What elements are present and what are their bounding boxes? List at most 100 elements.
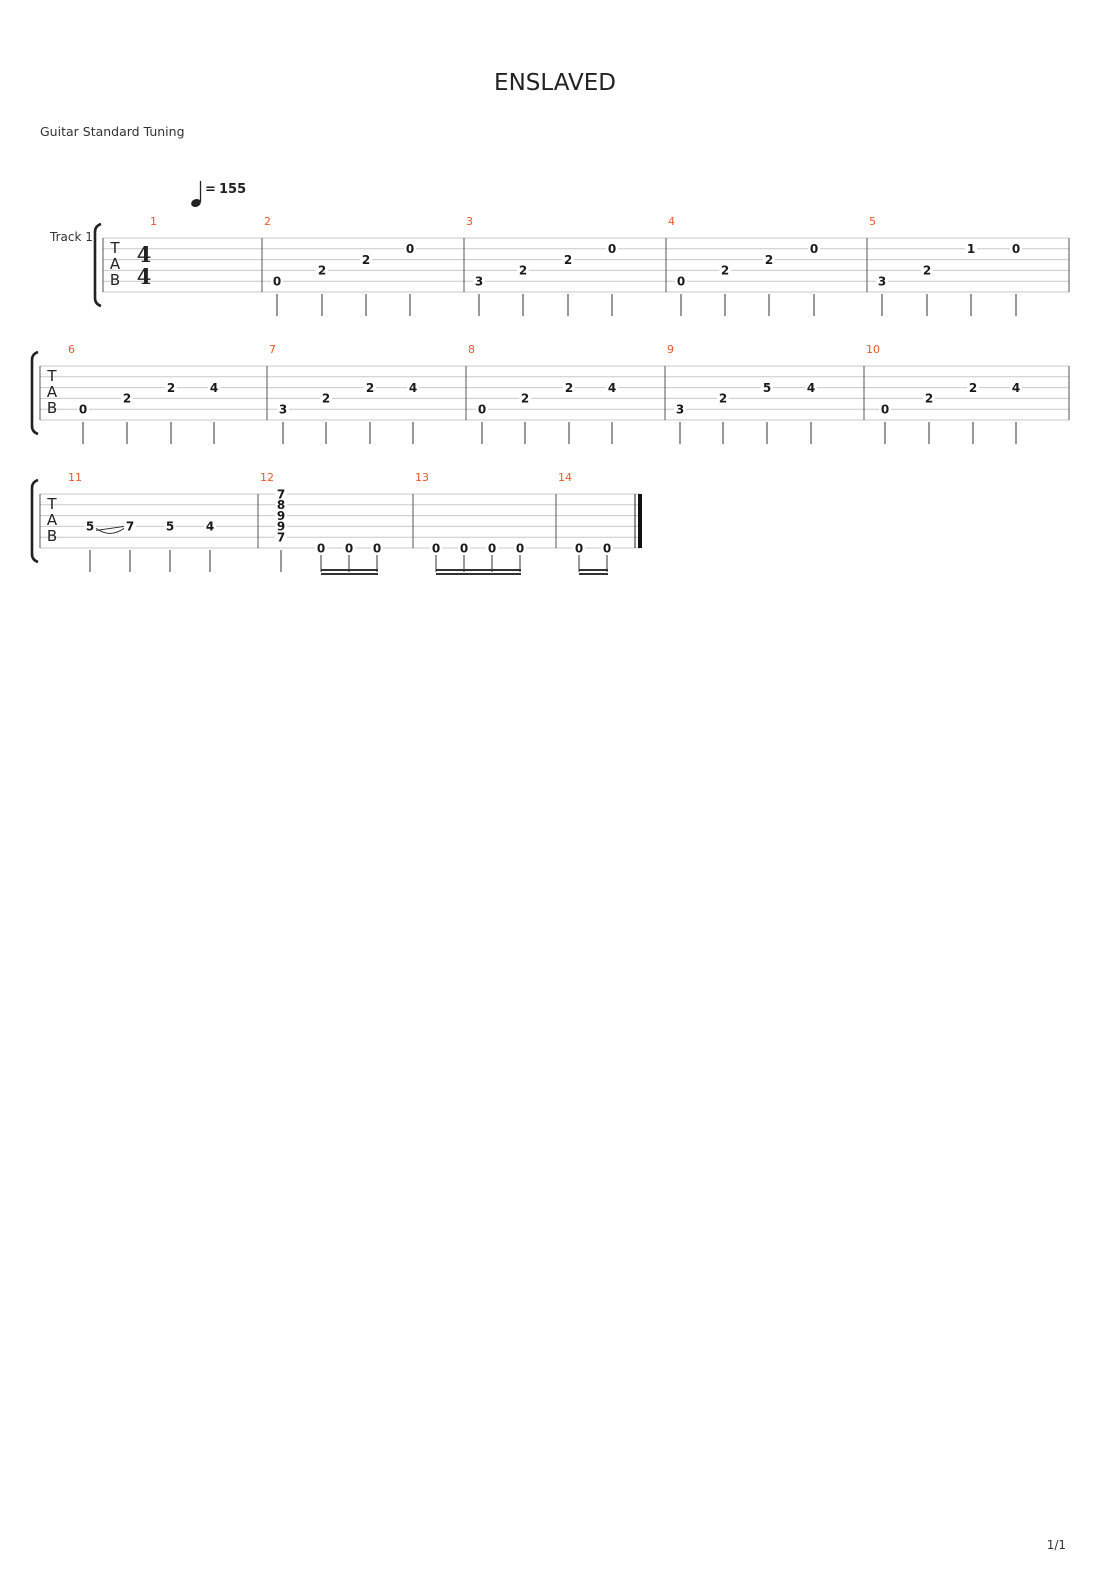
fret-mask [275,509,287,521]
fret-number: 4 [206,520,214,534]
fret-mask [277,403,289,415]
fret-number: 2 [123,392,131,406]
fret-mask [719,264,731,276]
beam-secondary [579,573,608,575]
fret-number: 5 [166,520,174,534]
beam-primary [436,569,521,571]
measure-number: 13 [415,471,429,484]
measure-number: 6 [68,343,75,356]
fret-number: 9 [277,520,285,534]
fret-mask [965,242,977,254]
fret-mask [761,381,773,393]
fret-mask [674,403,686,415]
time-signature-bottom: 4 [137,264,152,289]
fret-mask [921,264,933,276]
fret-number: 2 [366,381,374,395]
fret-number: 0 [810,242,818,256]
fret-mask [430,542,442,553]
fret-number: 0 [79,403,87,417]
measure-number: 7 [269,343,276,356]
fret-number: 0 [432,541,440,555]
fret-mask [808,242,820,254]
system-bracket [30,478,39,564]
tab-clef-a: A [47,511,58,529]
measure-number: 1 [150,215,157,228]
fret-mask [876,275,888,287]
fret-mask [1010,381,1022,393]
tab-clef-b: B [110,271,120,289]
tempo-equals: = [205,182,216,197]
beam-primary [321,569,378,571]
fret-mask [275,531,287,543]
fret-number: 0 [881,403,889,417]
measure-number: 5 [869,215,876,228]
fret-mask [879,403,891,415]
beam-secondary [436,573,521,575]
fret-number: 2 [565,381,573,395]
time-signature-top: 4 [137,242,152,267]
fret-mask [271,275,283,287]
beam-secondary [321,573,378,575]
score-title: ENSLAVED [494,70,616,96]
fret-mask [124,520,136,532]
quarter-note-icon [191,199,201,207]
page-number: 1/1 [1046,1538,1066,1552]
fret-mask [315,542,327,553]
fret-number: 7 [277,531,285,545]
fret-mask [717,392,729,404]
fret-number: 2 [519,264,527,278]
fret-mask [1010,242,1022,254]
fret-number: 4 [608,381,616,395]
fret-mask [77,403,89,415]
fret-number: 2 [925,392,933,406]
measure-number: 9 [667,343,674,356]
fret-mask [606,381,618,393]
fret-number: 9 [277,509,285,523]
fret-number: 0 [603,541,611,555]
tab-clef-t: T [46,367,57,385]
fret-mask [563,381,575,393]
fret-number: 0 [345,541,353,555]
fret-mask [275,498,287,510]
tempo-bpm: 155 [219,182,246,197]
fret-mask [601,542,613,553]
tab-clef-b: B [47,527,57,545]
fret-number: 0 [406,242,414,256]
fret-number: 8 [277,498,285,512]
fret-number: 3 [878,275,886,289]
fret-mask [364,381,376,393]
fret-number: 2 [923,264,931,278]
fret-mask [923,392,935,404]
fret-mask [371,542,383,553]
measure-number: 2 [264,215,271,228]
fret-mask [343,542,355,553]
tuning-label: Guitar Standard Tuning [40,124,185,139]
fret-mask [514,542,526,553]
fret-number: 2 [167,381,175,395]
fret-number: 4 [807,381,815,395]
fret-mask [606,242,618,254]
measure-number: 14 [558,471,572,484]
fret-number: 0 [478,403,486,417]
fret-number: 0 [575,541,583,555]
fret-number: 2 [521,392,529,406]
fret-number: 4 [210,381,218,395]
fret-number: 0 [677,275,685,289]
fret-number: 0 [317,541,325,555]
tab-clef-t: T [46,495,57,513]
fret-number: 2 [969,381,977,395]
fret-number: 5 [763,381,771,395]
fret-number: 5 [86,520,94,534]
fret-number: 0 [516,541,524,555]
system-bracket [30,350,39,436]
fret-number: 2 [318,264,326,278]
fret-number: 3 [475,275,483,289]
fret-mask [805,381,817,393]
tab-clef-a: A [47,383,58,401]
fret-mask [165,381,177,393]
fret-number: 3 [279,403,287,417]
fret-number: 0 [460,541,468,555]
measure-number: 4 [668,215,675,228]
fret-number: 2 [721,264,729,278]
